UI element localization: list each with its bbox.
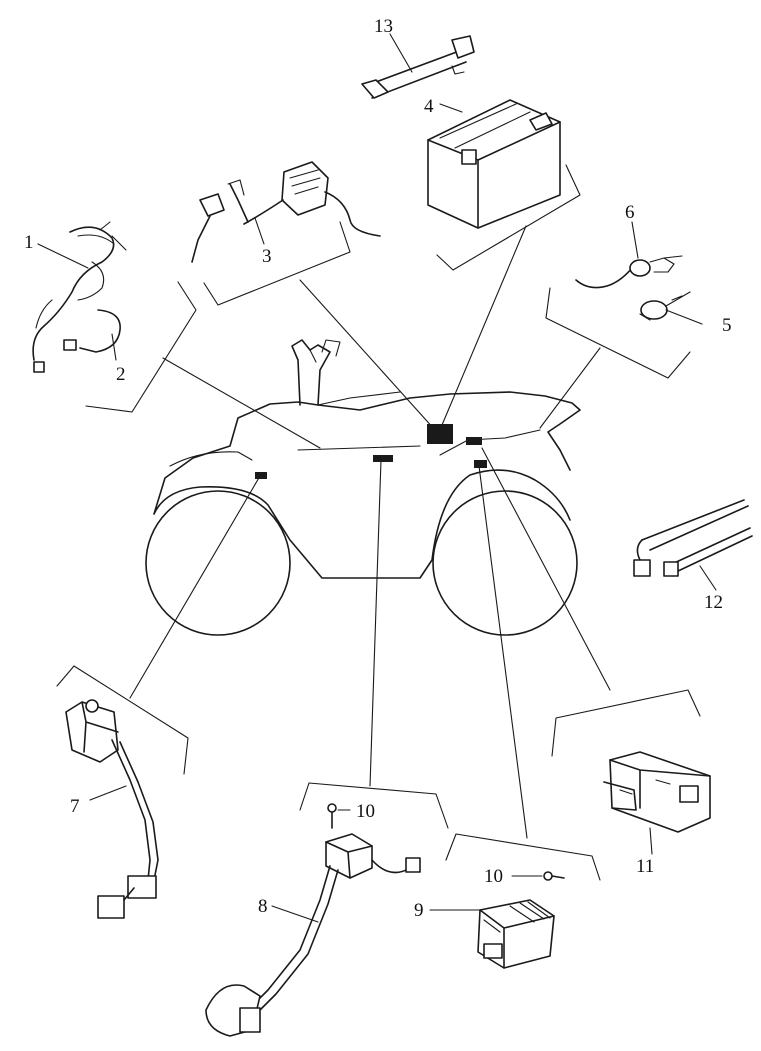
- horn: [65, 699, 159, 919]
- relay-location-marker: [466, 437, 482, 445]
- callout-10-lower: 10: [484, 866, 503, 887]
- leader-lines: [129, 225, 611, 839]
- bracket-cdi: [203, 221, 351, 306]
- callout-6: 6: [625, 202, 635, 223]
- battery-location-marker: [427, 424, 453, 444]
- bracket-relay: [551, 689, 701, 757]
- bracket-regulator: [445, 833, 601, 881]
- bracket-switches: [545, 287, 691, 379]
- battery: [427, 99, 561, 229]
- bolt-lower: [543, 871, 565, 881]
- seat-line: [317, 391, 401, 406]
- atv-body-outline: [153, 391, 581, 579]
- front-wheel: [145, 490, 291, 636]
- group-brackets: [56, 164, 701, 881]
- bracket-horn: [56, 665, 189, 775]
- horn-location-marker: [255, 472, 267, 479]
- callout-5: 5: [722, 315, 732, 336]
- atv-silhouette: [145, 339, 581, 636]
- regulator: [477, 899, 555, 969]
- callout-4: 4: [424, 96, 434, 117]
- callout-numbers: 1 2 3 4 5 6 7 8 9 10 10 11 12 13: [24, 16, 732, 921]
- callout-10-upper: 10: [356, 801, 375, 822]
- rear-wheel: [432, 490, 578, 636]
- callout-7: 7: [70, 796, 80, 817]
- callout-1: 1: [24, 232, 34, 253]
- handlebar: [291, 339, 331, 406]
- bracket-wiring: [85, 281, 197, 413]
- bracket-coil: [299, 782, 449, 829]
- callout-9: 9: [414, 900, 424, 921]
- ignition-switch: [575, 255, 691, 321]
- callout-12: 12: [704, 592, 723, 613]
- regulator-location-marker: [474, 460, 487, 468]
- handlebar-grip: [309, 339, 341, 363]
- ignition-coil: [205, 833, 421, 1037]
- coil-location-marker: [373, 455, 393, 462]
- bolt-upper: [327, 803, 337, 829]
- callout-2: 2: [116, 364, 126, 385]
- cdi-unit: [191, 161, 381, 263]
- callout-11: 11: [636, 856, 654, 877]
- callout-13: 13: [374, 16, 393, 37]
- cable-ties: [633, 499, 753, 577]
- atv-fender-line: [169, 429, 541, 467]
- callout-8: 8: [258, 896, 268, 917]
- callout-3: 3: [262, 246, 272, 267]
- battery-terminal-icon: [461, 149, 477, 165]
- bracket-battery: [436, 164, 581, 271]
- callout-leaders: [37, 33, 717, 923]
- starter-relay: [603, 751, 711, 833]
- wiring-harness: [32, 221, 127, 373]
- battery-strap: [361, 35, 475, 99]
